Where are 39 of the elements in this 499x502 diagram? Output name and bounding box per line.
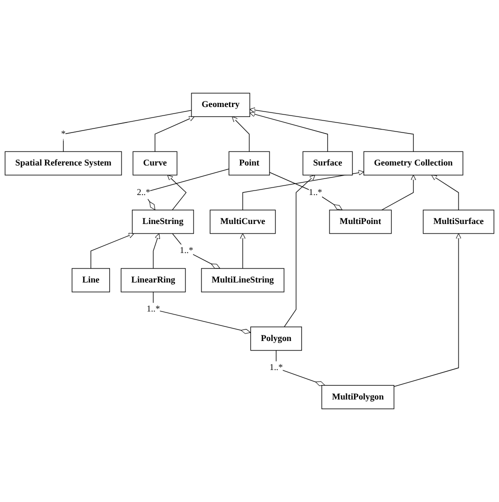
arrow [167,174,187,210]
node-box: Line [72,268,110,292]
node-box: Curve [132,151,178,176]
node-box: MultiLineString [201,268,284,292]
arrow [232,116,250,152]
arrow [394,233,462,387]
edge-label: 1..* [270,363,283,373]
node-box: Geometry [191,92,250,117]
node-box: Surface [302,151,353,176]
arrow [152,233,160,269]
node-box: LineString [132,210,194,234]
node-box: Spatial Reference System [4,151,122,176]
arrow [250,107,414,152]
node-box: MultiSurface [422,210,494,234]
node-box: MultiCurve [210,210,276,234]
arrow [250,112,328,152]
edge-label: 1..* [308,188,322,198]
connector [172,233,220,269]
arrow [242,170,364,210]
connector [63,110,192,152]
connector [276,350,326,386]
arrow [284,174,316,328]
node-box: MultiPoint [329,210,392,234]
edge-label: 2..* [136,188,150,198]
node-box: Polygon [250,326,302,351]
arrow [381,174,416,210]
edge-label: * [61,129,66,139]
node-box: Geometry Collection [364,151,464,176]
arrow [240,233,246,269]
edge-label: 1..* [146,304,160,314]
arrow [154,116,194,152]
connector [269,172,343,210]
connector [152,292,251,334]
edge-label: 1..* [180,246,194,256]
arrow [431,174,459,210]
node-box: LinearRing [120,268,186,292]
node-box: MultiPolygon [321,385,394,410]
node-box: Point [228,151,270,176]
arrow [90,232,134,269]
